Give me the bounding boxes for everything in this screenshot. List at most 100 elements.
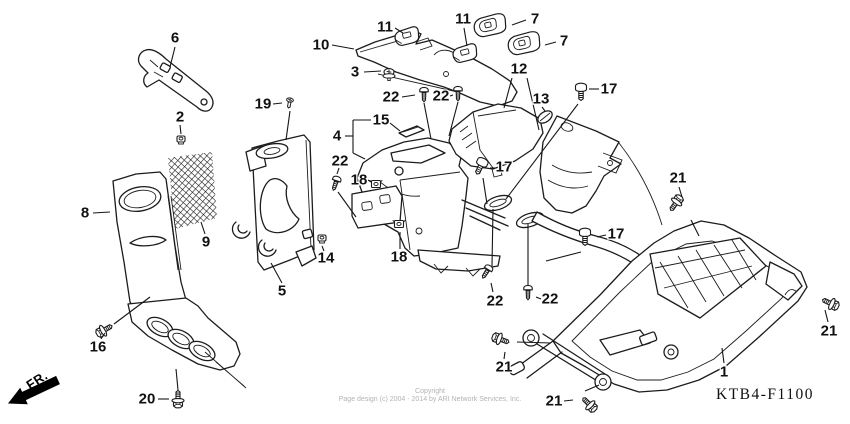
leader-line-15 (389, 122, 401, 132)
fr-direction-indicator: FR. (8, 368, 60, 405)
callout-label-5: 5 (278, 283, 286, 300)
leader-line-22 (337, 191, 357, 218)
leader-line-21 (690, 219, 700, 237)
callout-label-11: 11 (377, 19, 393, 36)
leader-lines-layer (92, 19, 829, 402)
callout-label-21: 21 (670, 170, 687, 187)
leader-line-21 (503, 351, 506, 360)
leader-line-22 (490, 282, 494, 293)
leader-line-20 (175, 368, 179, 391)
callout-label-10: 10 (313, 37, 330, 54)
callout-label-22: 22 (332, 153, 349, 170)
callout-label-17: 17 (608, 226, 625, 243)
leader-line-6 (169, 46, 176, 68)
callout-label-11: 11 (455, 11, 471, 28)
callout-label-22: 22 (383, 89, 400, 106)
leader-line-11 (463, 27, 468, 47)
leader-line-9 (200, 221, 206, 235)
screw-pan-icon (328, 174, 343, 193)
callout-label-21: 21 (821, 323, 838, 340)
fr-arrow-icon (8, 375, 60, 405)
nut-icon (176, 135, 186, 145)
leader-line-19 (285, 110, 291, 141)
bolt-21-icon (489, 330, 512, 349)
leader-line-3 (363, 70, 382, 73)
callout-label-20: 20 (139, 391, 156, 408)
callout-label-16: 16 (90, 339, 107, 356)
leader-line-10 (331, 44, 355, 50)
callout-label-1: 1 (720, 364, 728, 381)
callout-label-22: 22 (487, 293, 504, 310)
callout-label-12: 12 (511, 61, 528, 78)
bolt-21-icon (665, 192, 687, 215)
leader-line-17 (505, 103, 579, 200)
bolt-21-icon (819, 293, 842, 314)
callout-label-13: 13 (533, 91, 550, 108)
leader-line-14 (321, 245, 325, 252)
bolt-21-icon (93, 319, 116, 341)
callout-label-6: 6 (171, 30, 179, 47)
callout-label-17: 17 (496, 159, 513, 176)
leader-line-22 (535, 296, 542, 300)
part-1-floor-panel (508, 220, 808, 393)
bolt-21-icon (578, 393, 601, 416)
leader-line-16 (100, 332, 106, 340)
callout-label-8: 8 (81, 205, 89, 222)
screw-pan-icon (419, 86, 429, 103)
leader-line-12 (503, 77, 513, 109)
cap-7-icon (471, 11, 509, 39)
part-6-bracket (137, 48, 214, 112)
watermark-line1: Copyright (415, 388, 445, 395)
leader-line-22 (449, 94, 454, 97)
clip-nut-icon (369, 179, 383, 189)
leader-line-7 (544, 41, 557, 46)
leader-line-21 (584, 384, 600, 392)
screw-19-icon (284, 96, 295, 110)
callout-label-17: 17 (601, 81, 618, 98)
callout-label-18: 18 (391, 249, 408, 266)
leader-line-4 (352, 152, 366, 160)
part-5-inner-cover (231, 134, 317, 271)
grommet-icon (382, 68, 396, 82)
leader-line-18 (367, 179, 372, 183)
callout-label-22: 22 (542, 291, 559, 308)
callout-label-3: 3 (351, 64, 359, 81)
part-13-seal-plate (537, 110, 553, 124)
callout-label-21: 21 (546, 393, 563, 410)
leader-line-16 (113, 296, 151, 325)
nut-icon (317, 234, 327, 244)
screw-pan-icon (523, 284, 533, 301)
leader-line-21 (516, 341, 552, 344)
leader-line-22 (423, 102, 432, 140)
leader-line-5 (270, 262, 283, 284)
callout-label-18: 18 (351, 172, 368, 189)
part-8-front-lower-cover (112, 171, 247, 389)
callout-label-19: 19 (255, 96, 272, 113)
part-9-mesh-screen (168, 152, 217, 229)
leader-line-13 (541, 106, 546, 112)
callout-label-15: 15 (373, 112, 390, 129)
leader-line-8 (92, 211, 111, 214)
callout-label-22: 22 (433, 88, 450, 105)
callout-label-21: 21 (496, 359, 513, 376)
callout-label-9: 9 (202, 234, 210, 251)
leader-line-22 (491, 208, 494, 267)
bolt-17-icon (574, 82, 588, 101)
callout-label-4: 4 (333, 128, 342, 145)
callout-label-14: 14 (318, 250, 335, 267)
callout-label-7: 7 (560, 33, 568, 50)
leader-line-21 (563, 399, 574, 402)
diagram-code: KTB4-F1100 (716, 386, 814, 403)
leader-line-2 (179, 124, 182, 135)
leader-line-17 (545, 251, 582, 262)
leader-line-21 (678, 186, 683, 198)
leader-line-19 (272, 102, 283, 105)
leader-line-12 (526, 77, 540, 131)
leader-line-17 (482, 177, 488, 205)
leader-line-22 (448, 101, 459, 137)
leader-line-17 (596, 234, 607, 238)
leader-line-22 (401, 94, 416, 98)
